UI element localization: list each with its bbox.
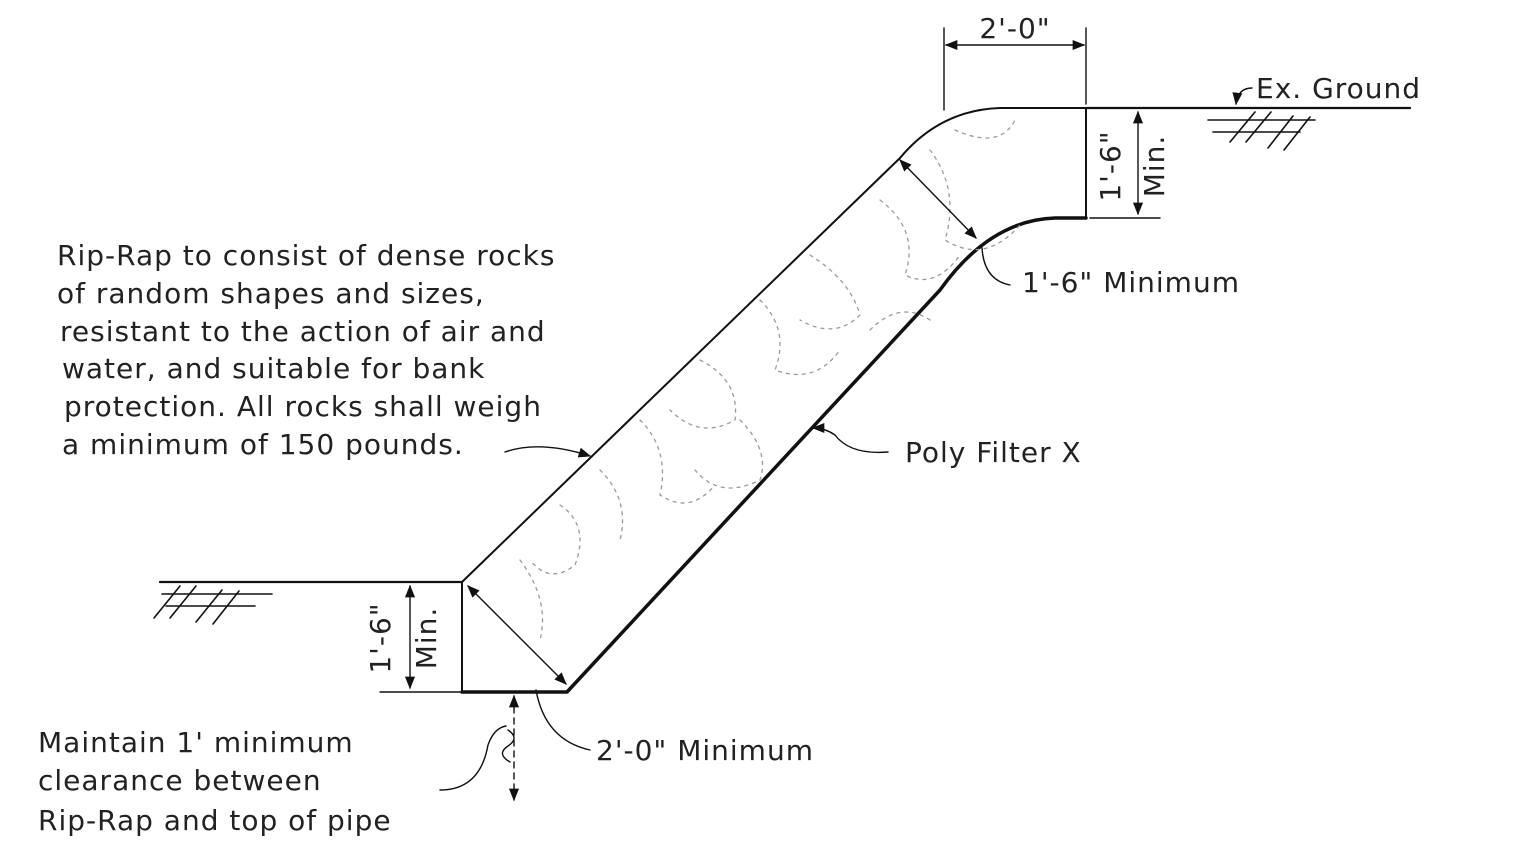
dim-clearance: [439, 694, 520, 802]
top-depth-min-label: Min.: [1138, 135, 1171, 198]
dim-bottom-depth: [379, 581, 461, 693]
bottom-depth-value-label: 1'-6": [364, 602, 397, 673]
clearance-note: Maintain 1' minimum clearance between Ri…: [38, 726, 392, 837]
riprap-note-line: a minimum of 150 pounds.: [62, 428, 464, 461]
clearance-note-line: clearance between: [38, 764, 322, 797]
riprap-note-line: of random shapes and sizes,: [57, 277, 485, 310]
riprap-note-line: resistant to the action of air and: [60, 315, 546, 348]
bottom-thickness-label: 2'-0" Minimum: [596, 734, 814, 767]
bottom-depth-min-label: Min.: [410, 607, 443, 670]
riprap-note-line: water, and suitable for bank: [62, 352, 485, 385]
poly-filter-leader: [811, 422, 889, 454]
riprap-outline: [460, 107, 1088, 694]
dim-top-depth: [1089, 110, 1161, 219]
poly-filter-line: [460, 216, 1088, 694]
top-depth-value-label: 1'-6": [1094, 130, 1127, 201]
dim-top-width: [943, 27, 1087, 111]
rock-texture: [519, 119, 1021, 641]
clearance-note-line: Maintain 1' minimum: [38, 726, 354, 759]
riprap-leader: [504, 446, 592, 458]
top-width-label: 2'-0": [979, 12, 1050, 45]
top-thickness-label: 1'-6" Minimum: [1022, 266, 1240, 299]
ground-hatch-bottom: [153, 585, 273, 625]
clearance-note-line: Rip-Rap and top of pipe: [38, 804, 392, 837]
ex-ground-leader: [1232, 87, 1253, 106]
riprap-note: Rip-Rap to consist of dense rocks of ran…: [57, 239, 565, 461]
poly-filter-label: Poly Filter X: [905, 436, 1082, 469]
riprap-note-line: protection. All rocks shall weigh: [64, 390, 542, 423]
ex-ground-label: Ex. Ground: [1256, 72, 1421, 105]
riprap-note-line: Rip-Rap to consist of dense rocks: [57, 239, 555, 272]
dim-bottom-thickness: [467, 585, 591, 751]
dim-top-thickness: [899, 159, 1011, 286]
ground-hatch-top: [1207, 111, 1316, 151]
existing-ground-top: [1084, 106, 1412, 151]
